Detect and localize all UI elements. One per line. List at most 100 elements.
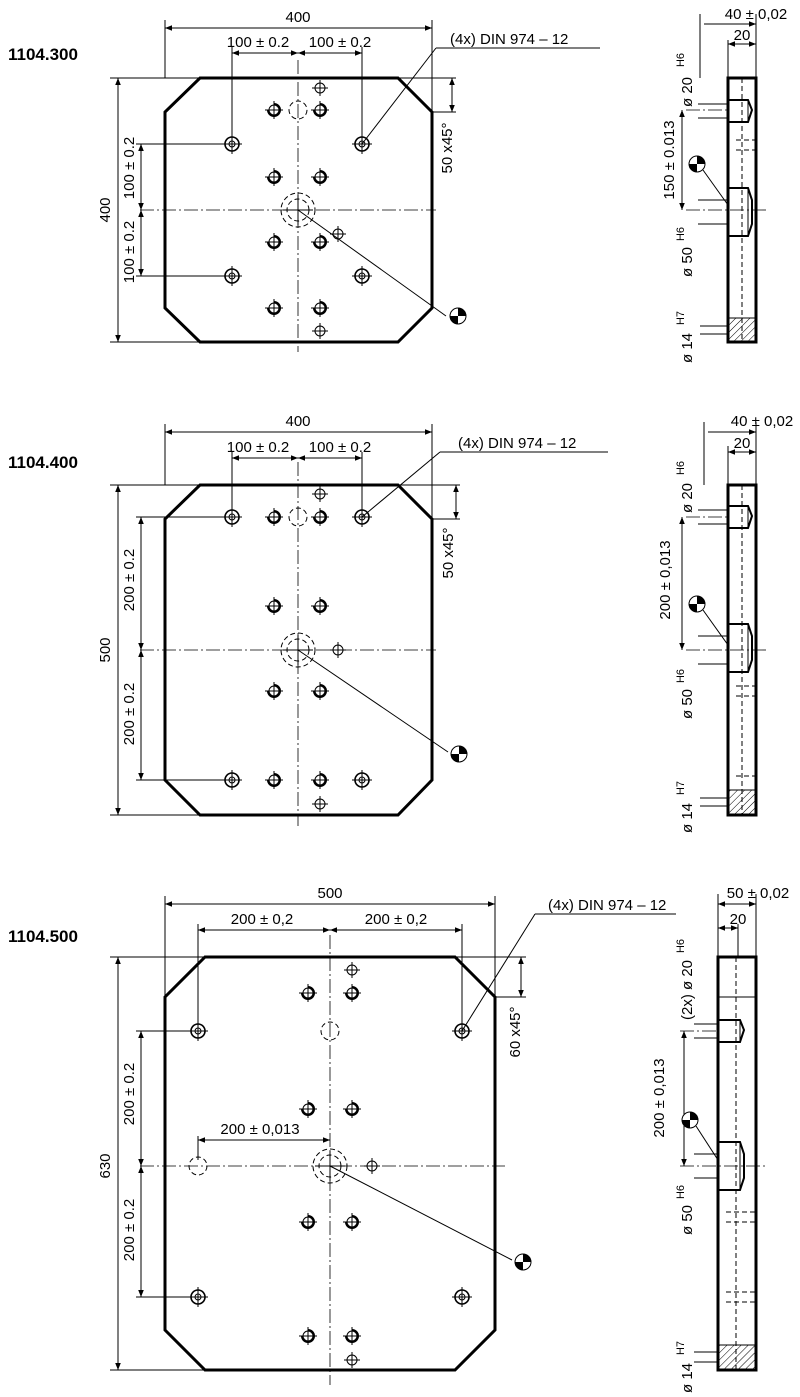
dim-thickness: 40 ± 0,02 [725, 6, 787, 23]
dim-pitch-right: 200 ± 0,2 [365, 911, 427, 928]
drawing-1104-400: 1104.400 400 100 ± 0.2 100 ± 0.2 500 200 [8, 413, 793, 833]
pin-hole-icon [311, 322, 329, 340]
thread-hole-icon [298, 1326, 318, 1346]
fit-bore-bottom: H7 [675, 1341, 687, 1355]
plan-view: 500 200 ± 0,2 200 ± 0,2 630 200 ± 0.2 20… [97, 885, 676, 1385]
fit-bore-large: H6 [675, 669, 687, 683]
plate-outline [163, 76, 434, 344]
dim-bore-bottom: ø 14 [679, 1363, 696, 1393]
dim-step: 20 [730, 911, 747, 928]
dim-bore-small: (2x) ø 20 [679, 960, 696, 1020]
pin-hole-icon [311, 485, 329, 503]
thread-hole-icon [298, 983, 318, 1003]
fit-bore-small: H6 [675, 53, 687, 67]
thread-hole-icon [298, 1099, 318, 1119]
fit-bore-small: H6 [675, 939, 687, 953]
thread-hole-icon [310, 596, 330, 616]
thread-hole-icon [310, 298, 330, 318]
part-number: 1104.500 [8, 927, 78, 946]
thread-hole-icon [310, 507, 330, 527]
part-number: 1104.400 [8, 453, 78, 472]
thread-hole-icon [264, 770, 284, 790]
fit-bore-bottom: H7 [675, 781, 687, 795]
counterbore-icon [351, 265, 373, 287]
dim-thickness: 40 ± 0,02 [731, 413, 793, 430]
side-view: 40 ± 0,02 20 150 ± 0.013 ø 20 H6 ø 50 H6 [661, 6, 787, 363]
dim-chamfer: 60 x45° [507, 1006, 524, 1057]
dim-thickness: 50 ± 0,02 [727, 885, 789, 902]
dim-width: 500 [317, 885, 342, 902]
plate-outline [163, 955, 497, 1372]
thread-hole-icon [264, 681, 284, 701]
center-mark-icon [450, 745, 468, 763]
dim-bore-bottom: ø 14 [679, 333, 696, 363]
pin-hole-icon [329, 641, 347, 659]
center-mark-icon [514, 1253, 532, 1271]
thread-hole-icon [342, 983, 362, 1003]
fit-bore-large: H6 [675, 1185, 687, 1199]
dim-vert-upper: 200 ± 0.2 [121, 1063, 138, 1125]
dim-pitch-left: 200 ± 0,2 [231, 911, 293, 928]
thread-hole-icon [310, 167, 330, 187]
dim-height: 400 [97, 197, 114, 222]
center-mark-icon [449, 307, 467, 325]
thread-hole-icon [310, 100, 330, 120]
pin-note: (4x) DIN 974 – 12 [450, 31, 568, 48]
thread-hole-icon [264, 232, 284, 252]
drawing-1104-300: 1104.300 400 100 ± 0.2 100 ± 0.2 400 [8, 6, 787, 363]
dim-pitch-right: 100 ± 0.2 [309, 34, 371, 51]
dim-width: 400 [285, 413, 310, 430]
dim-pitch-left: 100 ± 0.2 [227, 34, 289, 51]
thread-hole-icon [310, 770, 330, 790]
counterbore-icon [221, 133, 243, 155]
dim-chamfer: 50 x45° [439, 122, 456, 173]
dim-pitch-right: 100 ± 0.2 [309, 439, 371, 456]
counterbore-icon [451, 1020, 473, 1042]
dim-bore-large: ø 50 [679, 689, 696, 719]
thread-hole-icon [264, 507, 284, 527]
plate-outline [163, 483, 434, 817]
fit-bore-small: H6 [675, 461, 687, 475]
thread-hole-icon [310, 681, 330, 701]
counterbore-icon [451, 1286, 473, 1308]
thread-hole-icon [342, 1212, 362, 1232]
dim-bore-large: ø 50 [679, 1205, 696, 1235]
thread-hole-icon [264, 167, 284, 187]
dim-height: 630 [97, 1153, 114, 1178]
dim-chamfer: 50 x45° [440, 527, 457, 578]
pin-hole-icon [311, 79, 329, 97]
pin-note: (4x) DIN 974 – 12 [458, 435, 576, 452]
counterbore-icon [351, 769, 373, 791]
dim-bore-spacing: 200 ± 0,013 [657, 540, 674, 619]
thread-hole-icon [264, 298, 284, 318]
dim-vert-upper: 100 ± 0.2 [121, 137, 138, 199]
dim-inner-pitch: 200 ± 0,013 [220, 1121, 299, 1138]
plan-view: 400 100 ± 0.2 100 ± 0.2 400 100 ± 0.2 10… [97, 9, 600, 352]
counterbore-icon [351, 133, 373, 155]
center-mark-icon [681, 1111, 699, 1129]
dim-pitch-left: 100 ± 0.2 [227, 439, 289, 456]
center-mark-icon [688, 595, 706, 613]
fit-bore-large: H6 [675, 227, 687, 241]
pin-note: (4x) DIN 974 – 12 [548, 897, 666, 914]
pin-hole-icon [329, 225, 347, 243]
side-view: 50 ± 0,02 20 200 ± 0,013 (2x) ø 20 H6 ø … [651, 885, 789, 1393]
thread-hole-icon [342, 1099, 362, 1119]
dim-vert-lower: 100 ± 0.2 [121, 221, 138, 283]
thread-hole-icon [298, 1212, 318, 1232]
dim-step: 20 [734, 27, 751, 44]
thread-hole-icon [264, 100, 284, 120]
thread-hole-icon [310, 232, 330, 252]
counterbore-icon [221, 265, 243, 287]
counterbore-icon [187, 1020, 209, 1042]
pin-hole-icon [311, 795, 329, 813]
dim-vert-lower: 200 ± 0.2 [121, 683, 138, 745]
dim-bore-bottom: ø 14 [679, 803, 696, 833]
counterbore-icon [187, 1286, 209, 1308]
dim-bore-spacing: 150 ± 0.013 [661, 120, 678, 199]
dim-height: 500 [97, 637, 114, 662]
plan-view: 400 100 ± 0.2 100 ± 0.2 500 200 ± 0.2 20… [97, 413, 608, 826]
dim-step: 20 [734, 435, 751, 452]
thread-hole-icon [264, 596, 284, 616]
